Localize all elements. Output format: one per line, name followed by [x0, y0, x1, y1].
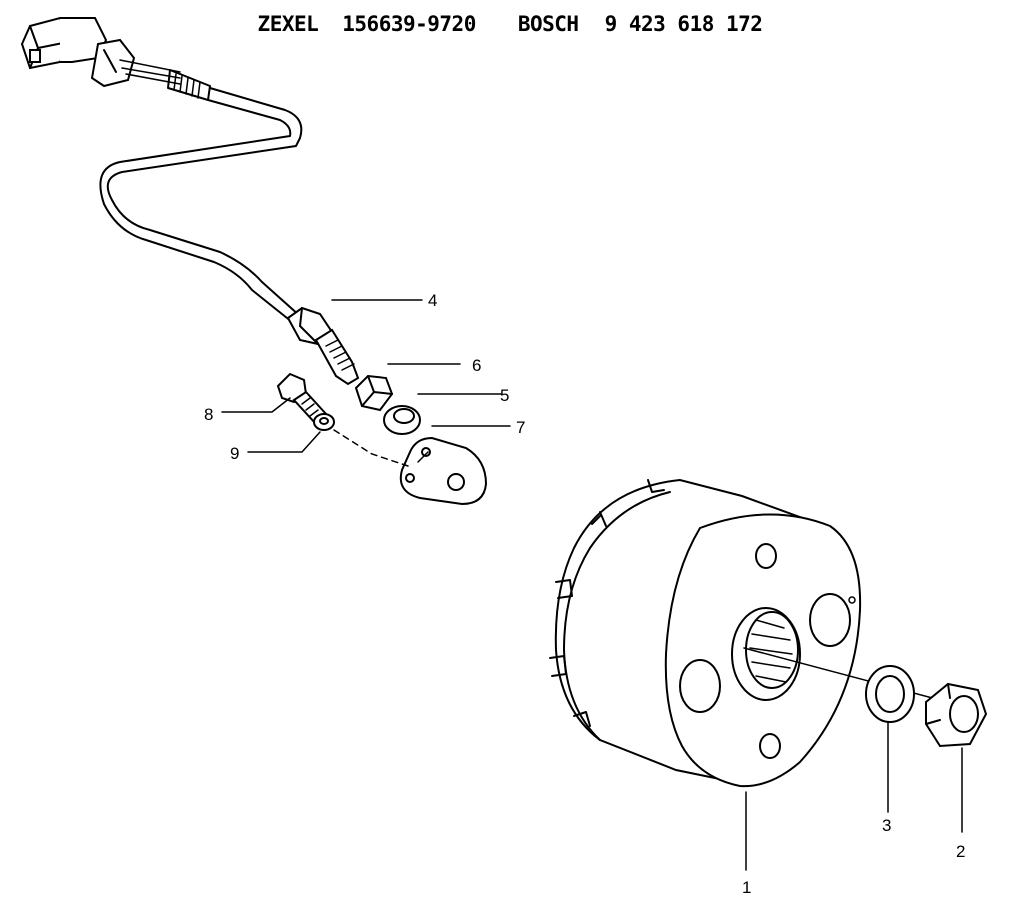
diagram-title: ZEXEL 156639-9720 BOSCH 9 423 618 172 — [0, 12, 1020, 36]
callout-1: 1 — [742, 878, 751, 897]
washer-9 — [313, 413, 335, 431]
connector-plug — [20, 16, 211, 101]
brand-bosch: BOSCH — [517, 12, 579, 36]
sensor-cable — [99, 87, 303, 323]
lock-washer-3 — [865, 665, 915, 723]
leader-lines — [221, 299, 963, 871]
callout-3: 3 — [882, 816, 891, 835]
callout-4: 4 — [428, 291, 437, 310]
callout-8: 8 — [204, 405, 213, 424]
hex-nut-2 — [925, 682, 988, 748]
washer-5 — [383, 405, 421, 435]
callout-6: 6 — [472, 356, 481, 375]
callout-9: 9 — [230, 444, 239, 463]
mounting-bracket-7 — [399, 436, 488, 506]
zexel-part-number: 156639-9720 — [342, 12, 476, 36]
callout-2: 2 — [956, 842, 965, 861]
sensor-ring-housing — [549, 478, 941, 788]
sensor-body — [286, 306, 360, 386]
callout-5: 5 — [500, 386, 509, 405]
bosch-part-number: 9 423 618 172 — [604, 12, 763, 36]
brand-zexel: ZEXEL — [257, 12, 319, 36]
callout-7: 7 — [516, 418, 525, 437]
hex-nut-6 — [354, 374, 394, 412]
